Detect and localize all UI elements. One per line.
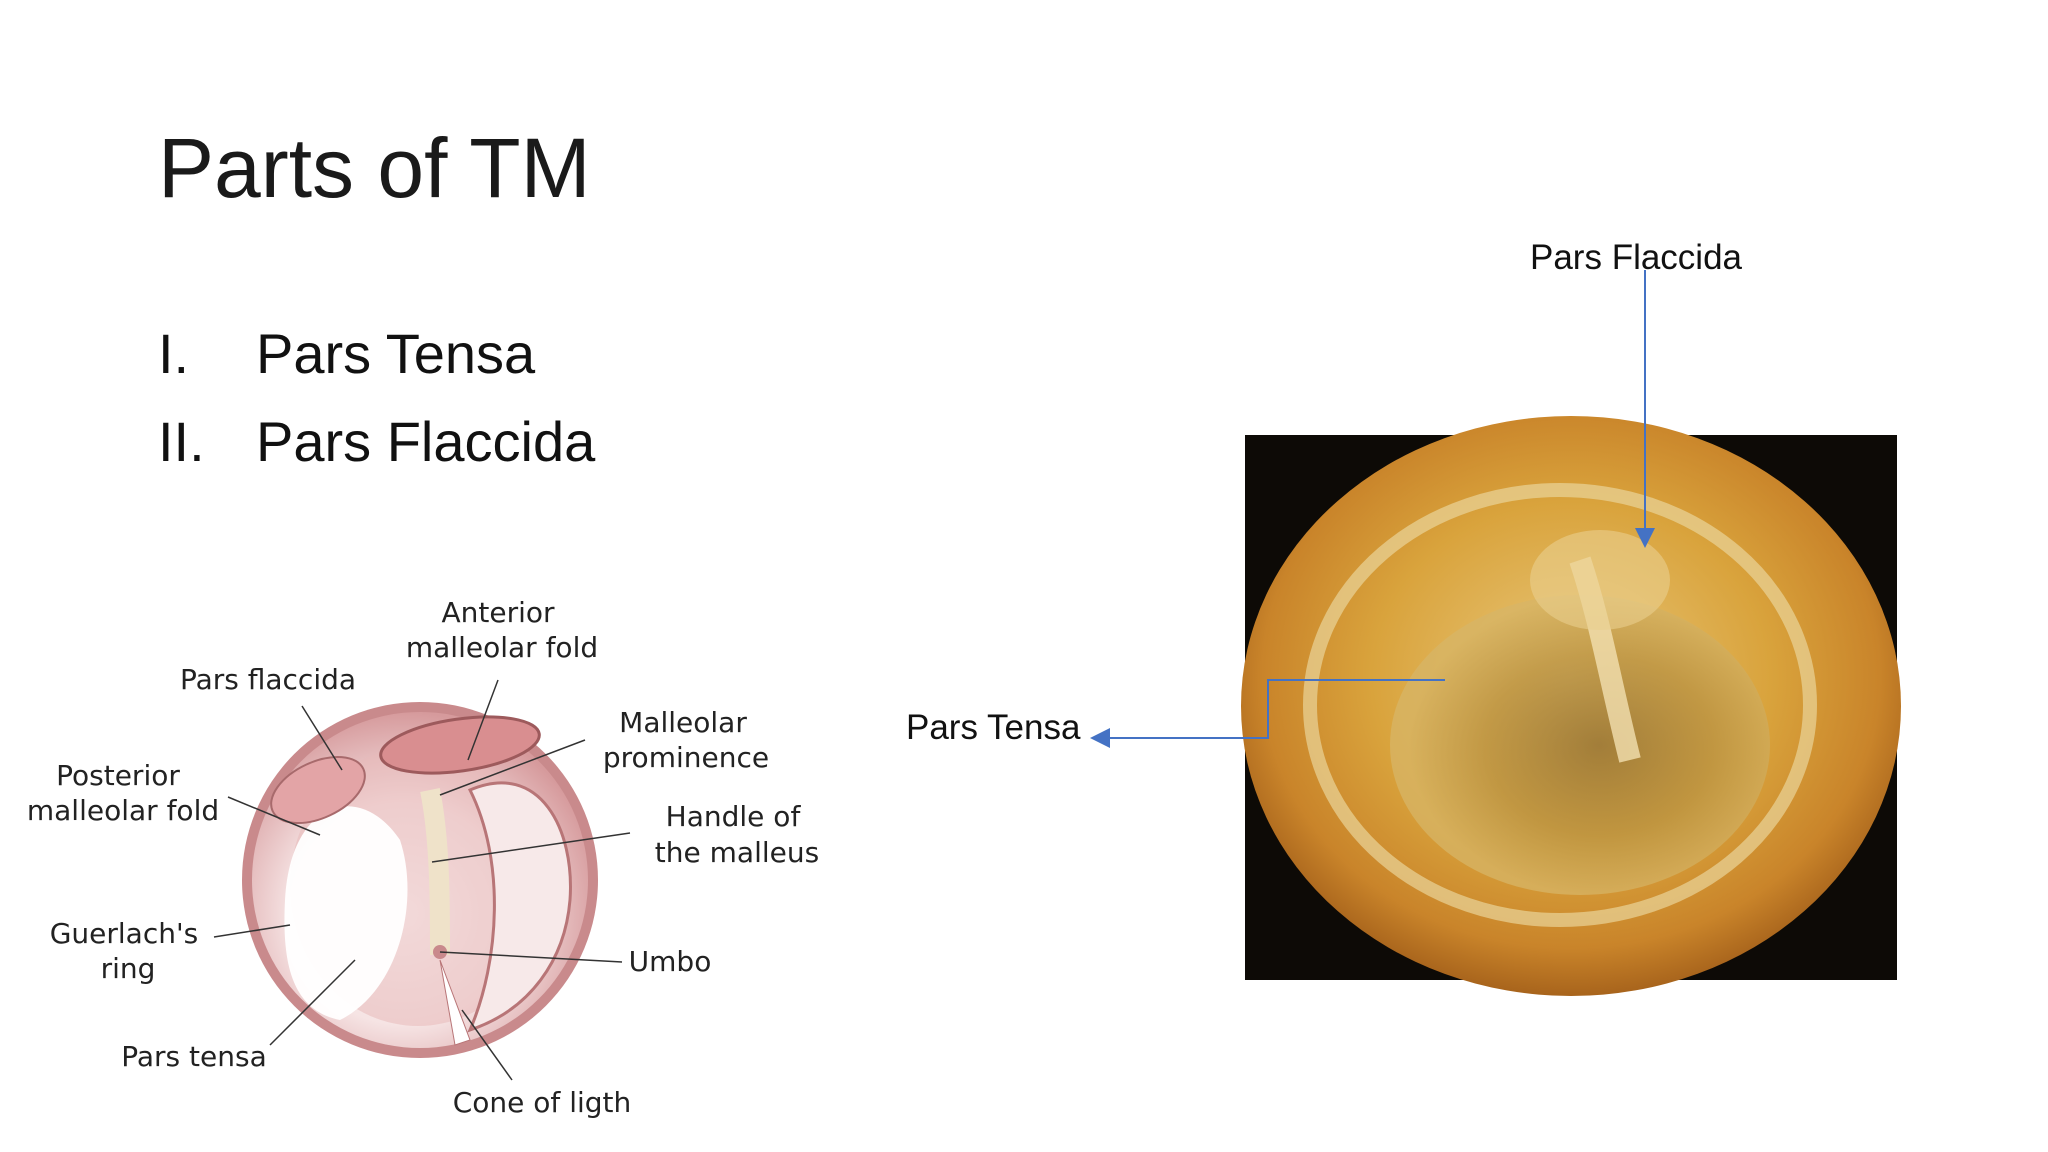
otoscope-photo bbox=[1241, 416, 1901, 996]
diagram-label-malleolar-2: prominence bbox=[603, 741, 769, 774]
slide-title: Parts of TM bbox=[158, 121, 591, 215]
diagram-label-posterior-2: malleolar fold bbox=[27, 794, 219, 827]
photo-label-pars-tensa: Pars Tensa bbox=[906, 708, 1081, 747]
diagram-label-umbo: Umbo bbox=[629, 945, 712, 978]
bullet-item: II. Pars Flaccida bbox=[158, 398, 595, 486]
diagram-label-malleolar-1: Malleolar bbox=[619, 706, 747, 739]
diagram-label-posterior-1: Posterior bbox=[56, 759, 180, 792]
bullet-item: I. Pars Tensa bbox=[158, 310, 595, 398]
diagram-label-cone: Cone of ligth bbox=[453, 1086, 632, 1119]
diagram-label-handle-2: the malleus bbox=[655, 836, 819, 869]
bullet-text: Pars Tensa bbox=[256, 322, 536, 385]
diagram-leader-lines bbox=[213, 679, 631, 1081]
photo-label-pars-flaccida: Pars Flaccida bbox=[1530, 238, 1743, 277]
arrow-pars-tensa bbox=[1090, 679, 1445, 748]
diagram-label-pars-tensa: Pars tensa bbox=[121, 1040, 266, 1073]
diagram-label-guerlach-1: Guerlach's bbox=[50, 917, 199, 950]
bullet-list: I. Pars Tensa II. Pars Flaccida bbox=[158, 310, 595, 486]
bullet-number: I. bbox=[158, 322, 190, 385]
diagram-label-anterior-1: Anterior bbox=[441, 596, 555, 629]
diagram-label-guerlach-2: ring bbox=[101, 952, 156, 985]
diagram-label-handle-1: Handle of bbox=[666, 800, 802, 833]
bullet-text: Pars Flaccida bbox=[256, 410, 596, 473]
diagram-label-anterior-2: malleolar fold bbox=[406, 631, 598, 664]
bullet-number: II. bbox=[158, 410, 205, 473]
diagram-label-pars-flaccida: Pars flaccida bbox=[180, 663, 356, 696]
